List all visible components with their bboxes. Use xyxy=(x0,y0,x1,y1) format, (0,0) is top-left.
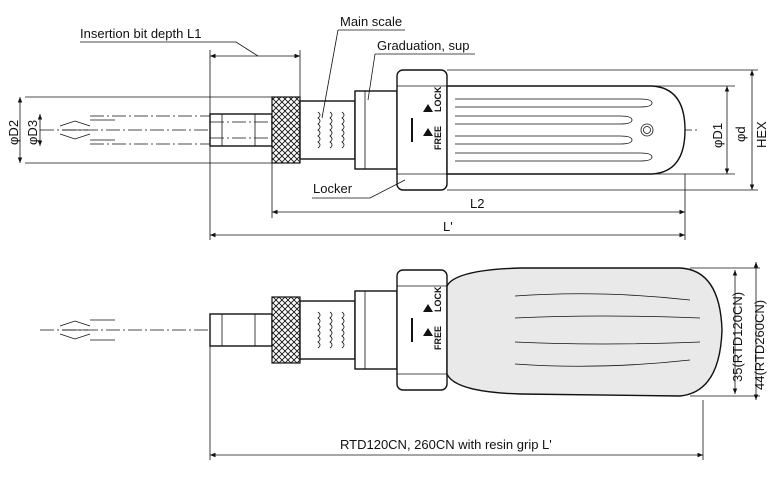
hex-label: HEX xyxy=(754,121,769,148)
bit-tip xyxy=(59,115,210,145)
hex-socket xyxy=(209,113,273,147)
phi-d2-label: φD2 xyxy=(6,120,21,145)
resin-grip xyxy=(446,267,723,397)
main-scale-tube xyxy=(299,100,356,160)
graduation-sleeve-lower xyxy=(354,290,398,370)
knurled-ring-lower xyxy=(271,296,301,364)
top-view: LOCK FREE φD2 φD3 φD1 φd HEX xyxy=(6,14,769,240)
l-prime-label: L' xyxy=(443,219,453,234)
main-scale-label: Main scale xyxy=(340,14,402,29)
rtd120-label: 35(RTD120CN) xyxy=(730,292,745,382)
collar-free-text: FREE xyxy=(433,126,443,150)
collar-lock-text-lower: LOCK xyxy=(433,286,443,312)
phi-d3-label: φD3 xyxy=(25,120,40,145)
graduation-sleeve xyxy=(354,90,398,170)
bit-tip-lower xyxy=(59,319,115,341)
phi-d-label: φd xyxy=(733,126,748,142)
collar-lock-text: LOCK xyxy=(433,86,443,112)
graduation-label: Graduation, sup xyxy=(377,38,470,53)
hex-socket-lower xyxy=(209,313,273,347)
collar-free-text-lower: FREE xyxy=(433,326,443,350)
locker-label: Locker xyxy=(313,181,353,196)
rtd260-label: 44(RTD260CN) xyxy=(752,300,767,390)
insertion-depth-label: Insertion bit depth L1 xyxy=(80,26,201,41)
resin-grip-label: RTD120CN, 260CN with resin grip L' xyxy=(340,437,552,452)
main-scale-tube-lower xyxy=(299,300,356,360)
l2-label: L2 xyxy=(470,196,484,211)
fluted-grip xyxy=(446,85,686,175)
knurled-ring xyxy=(271,96,301,164)
phi-d1-label: φD1 xyxy=(710,123,725,148)
bottom-view: LOCK FREE 35(RTD120CN) 44(RTD260CN) RTD1… xyxy=(40,262,767,460)
